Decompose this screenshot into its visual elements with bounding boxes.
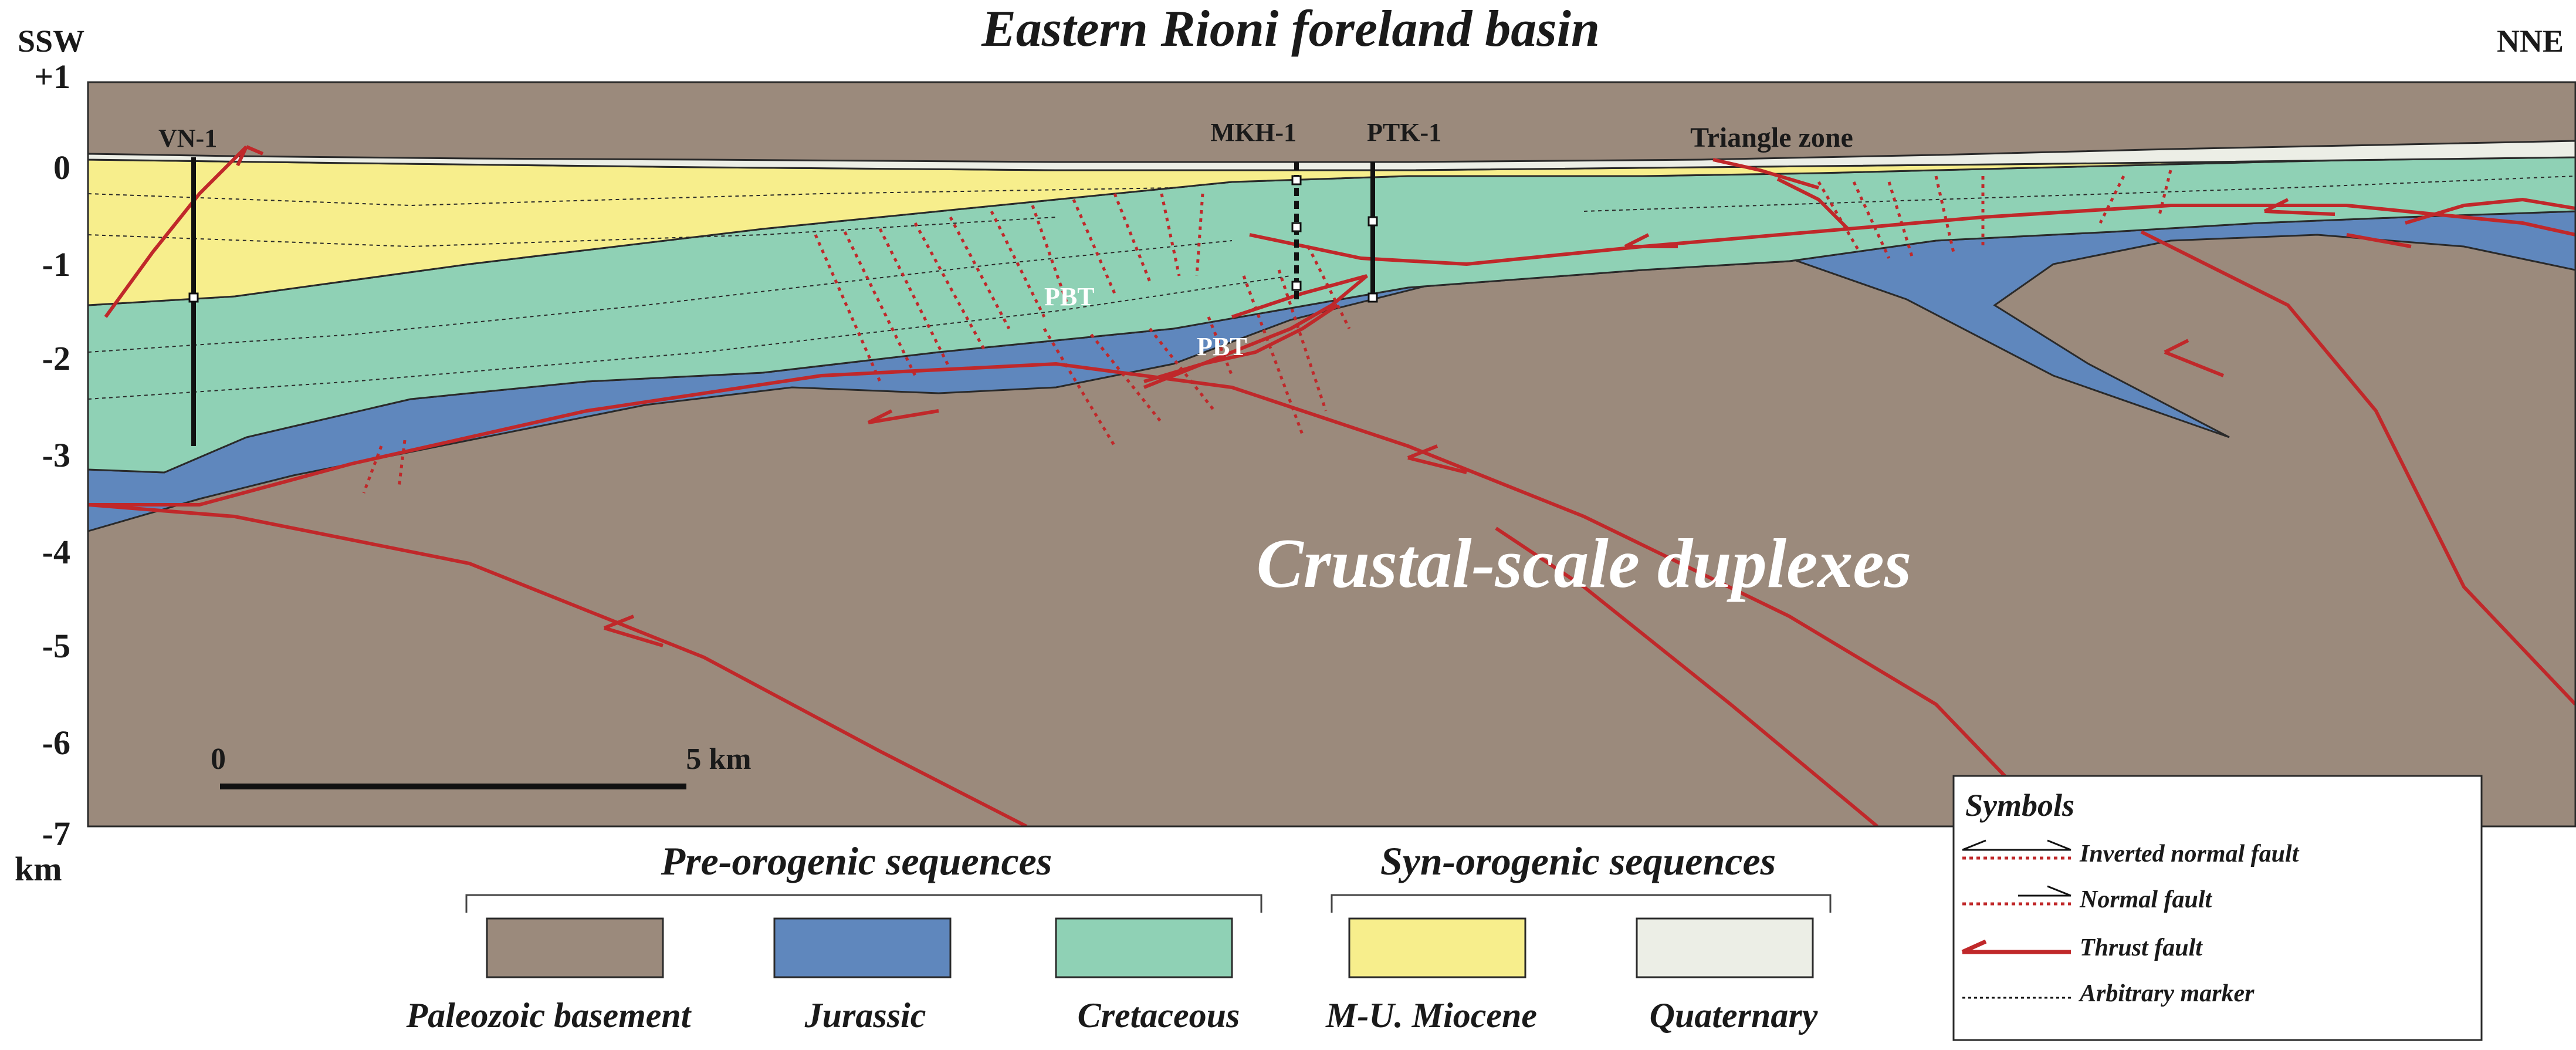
well-label-vn1: VN-1	[158, 124, 217, 153]
symbol-inverted-normal-fault: Inverted normal fault	[2079, 840, 2300, 867]
scale-start: 0	[211, 742, 226, 776]
scale-bar: 0 5 km	[211, 742, 752, 789]
quaternary-layer	[88, 140, 2575, 171]
depth-tick: -7	[42, 815, 70, 853]
figure-title: Eastern Rioni foreland basin	[981, 1, 1600, 58]
swatch-cretaceous	[1055, 917, 1233, 978]
label-paleozoic: Paleozoic basement	[406, 996, 692, 1035]
wells	[188, 157, 1378, 446]
pre-orogenic-heading: Pre-orogenic sequences	[661, 839, 1052, 883]
syn-orogenic-heading: Syn-orogenic sequences	[1380, 839, 1776, 883]
swatch-quaternary	[1636, 917, 1814, 978]
units-legend: Pre-orogenic sequences Syn-orogenic sequ…	[406, 839, 1832, 1035]
depth-unit: km	[15, 850, 62, 888]
pbt-label-upper: PBT	[1044, 282, 1095, 311]
triangle-zone-label: Triangle zone	[1690, 122, 1853, 153]
orientation-right: NNE	[2497, 23, 2564, 59]
label-quaternary: Quaternary	[1650, 996, 1818, 1035]
thrust-arrows	[236, 145, 2335, 647]
section-frame	[87, 81, 2576, 828]
symbols-legend: Symbols Inverted normal fault Normal fau…	[1952, 775, 2483, 1041]
symbol-arbitrary-marker: Arbitrary marker	[2078, 980, 2255, 1007]
label-jurassic: Jurassic	[804, 996, 926, 1035]
symbol-thrust-fault: Thrust fault	[2080, 934, 2203, 961]
well-label-mkh1: MKH-1	[1210, 118, 1297, 147]
depth-tick: -3	[42, 436, 70, 474]
label-cretaceous: Cretaceous	[1078, 996, 1240, 1035]
label-miocene: M-U. Miocene	[1325, 996, 1537, 1035]
depth-tick: -6	[42, 724, 70, 762]
orientation-left: SSW	[18, 23, 84, 59]
swatch-jurassic	[773, 917, 952, 978]
geological-section	[88, 82, 2575, 826]
swatch-paleozoic	[486, 917, 664, 978]
arbitrary-markers	[88, 175, 2575, 400]
symbol-normal-fault: Normal fault	[2079, 886, 2213, 913]
duplexes-label: Crustal-scale duplexes	[1257, 524, 1912, 602]
depth-tick: -2	[42, 339, 70, 377]
depth-tick: 0	[53, 148, 70, 187]
depth-tick: +1	[34, 58, 70, 96]
swatch-miocene	[1348, 917, 1526, 978]
scale-end: 5 km	[686, 742, 751, 776]
symbols-title: Symbols	[1965, 788, 2074, 823]
depth-axis: +1 0 -1 -2 -3 -4 -5 -6 -7 km	[15, 58, 70, 888]
well-label-ptk1: PTK-1	[1367, 118, 1441, 147]
depth-tick: -5	[42, 627, 70, 665]
thrust-faults	[88, 145, 2575, 826]
pbt-label-lower: PBT	[1197, 332, 1247, 361]
depth-tick: -4	[42, 533, 70, 571]
depth-tick: -1	[42, 245, 70, 283]
